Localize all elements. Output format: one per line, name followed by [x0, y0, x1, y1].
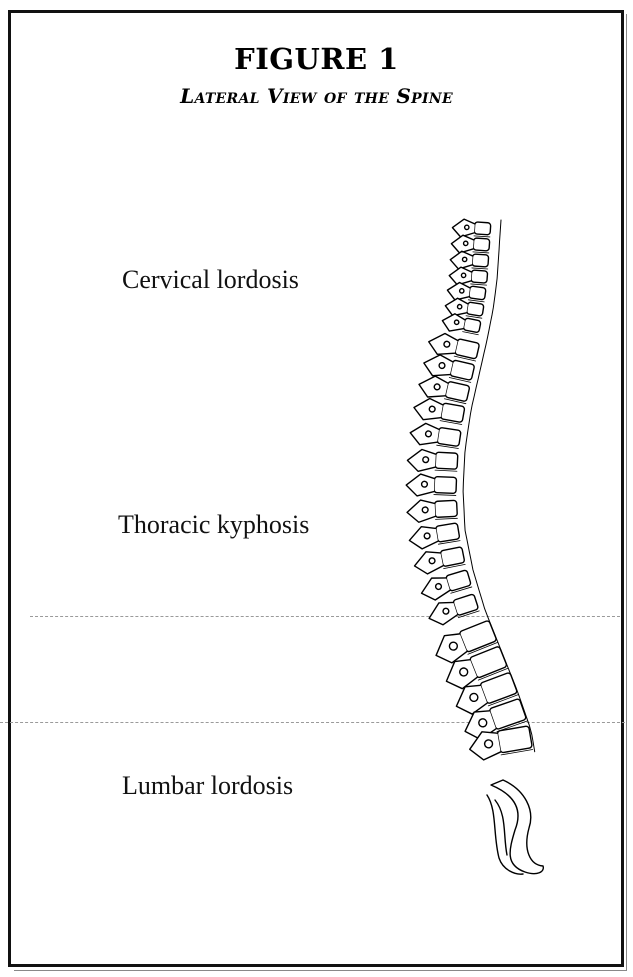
spine-lateral-illustration — [395, 210, 605, 880]
vertebra — [451, 234, 490, 254]
label-lumbar-lordosis: Lumbar lordosis — [122, 771, 293, 801]
vertebra — [412, 545, 465, 576]
vertebra — [452, 218, 491, 238]
label-thoracic-kyphosis: Thoracic kyphosis — [118, 510, 309, 540]
figure-title: FIGURE 1 — [0, 42, 633, 76]
vertebra — [449, 266, 488, 287]
vertebra — [408, 521, 461, 551]
vertebra — [407, 449, 458, 473]
vertebra — [450, 250, 489, 270]
vertebra — [406, 498, 457, 522]
vertebra — [412, 396, 465, 426]
label-cervical-lordosis: Cervical lordosis — [122, 265, 299, 295]
vertebra — [409, 421, 462, 450]
vertebra — [406, 474, 457, 498]
figure-subtitle: Lateral View of the Spine — [0, 84, 633, 108]
